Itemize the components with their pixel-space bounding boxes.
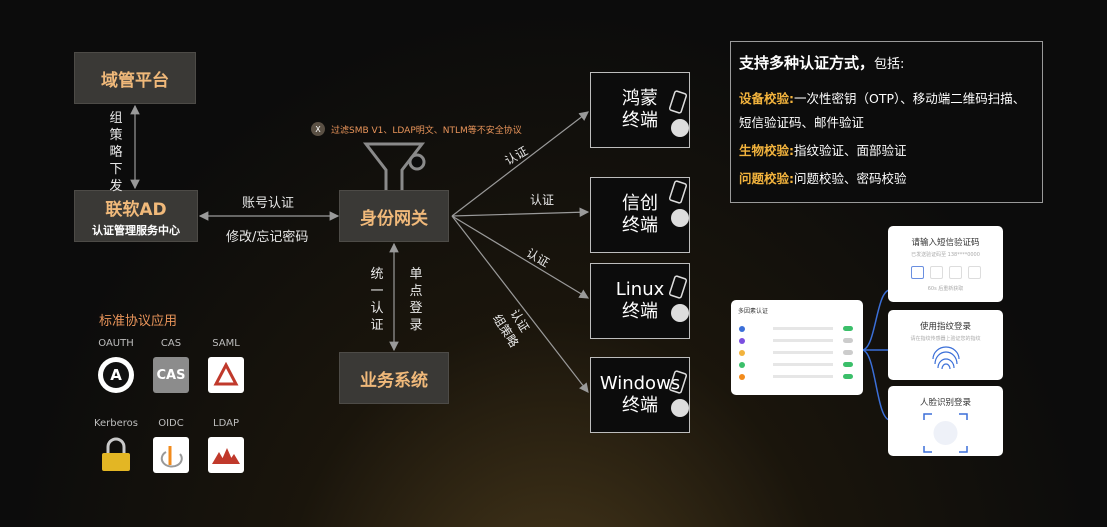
gateway-label: 身份网关 [360,208,428,229]
terminal-harmony: 鸿蒙终端 [590,72,690,148]
fingerprint-icon [932,346,960,370]
cas-icon: CAS [153,357,189,393]
auth-methods-heading: 支持多种认证方式，包括: [739,54,905,72]
ad-node: 联软AD 认证管理服务中心 [74,190,198,242]
oauth-icon: A [98,357,134,393]
device-user-icon [668,180,689,227]
protocol-oidc: OIDC [141,418,201,473]
link-xinchuang [451,207,590,218]
link-windows [451,215,589,393]
fingerprint-card: 使用指纹登录 请在指纹传感器上验证您的指纹 [888,310,1003,380]
auth-methods-panel: 支持多种认证方式，包括: 设备校验:一次性密钥（OTP）、移动端二维码扫描、短信… [730,41,1043,203]
auth-method-row: 设备校验:一次性密钥（OTP）、移动端二维码扫描、短信验证码、邮件验证 [739,91,1026,130]
padlock-icon [98,437,134,473]
link-linux [451,215,590,299]
ad-subtitle: 认证管理服务中心 [92,223,180,237]
password-change-label: 修改/忘记密码 [226,230,309,245]
protocol-kerberos: Kerberos [86,418,146,473]
auth-method-row: 问题校验:问题校验、密码校验 [739,171,907,186]
filter-funnel-icon [362,142,426,194]
sso-label: 单点登录 [409,267,423,333]
auth-label-xinchuang: 认证 [530,193,555,207]
gateway-node: 身份网关 [339,190,449,242]
business-node: 业务系统 [339,352,449,404]
saml-icon [208,357,244,393]
ad-title: 联软AD [105,199,167,220]
ldap-icon [208,437,244,473]
policy-down-label: 组策略下发 [109,111,123,194]
domain-platform-node: 域管平台 [74,52,196,104]
filter-note: 过滤SMB V1、LDAP明文、NTLM等不安全协议 [331,126,522,136]
protocol-saml: SAML [196,338,256,393]
mfa-card: 多因素认证 [731,300,863,395]
sms-code-card: 请输入短信验证码 已发送验证码至 138****0000 60s 后重新获取 [888,226,1003,302]
filter-x-icon: X [311,122,325,136]
device-user-icon [668,370,689,417]
mfa-options-list [739,326,853,380]
auth-method-row: 生物校验:指纹验证、面部验证 [739,143,907,158]
code-input-boxes [888,266,1003,279]
protocol-cas: CAS CAS [141,338,201,393]
device-user-icon [668,275,689,322]
protocols-title: 标准协议应用 [99,314,178,329]
face-scan-icon [923,413,968,453]
protocol-ldap: LDAP [196,418,256,473]
face-card: 人脸识别登录 [888,386,1003,456]
protocol-oauth: OAUTH A [86,338,146,393]
business-label: 业务系统 [360,370,428,391]
oidc-icon [153,437,189,473]
domain-platform-label: 域管平台 [101,70,169,91]
device-user-icon [668,90,689,137]
account-auth-label: 账号认证 [242,196,295,211]
unified-auth-label: 统一认证 [370,267,384,333]
link-harmony [451,111,589,217]
